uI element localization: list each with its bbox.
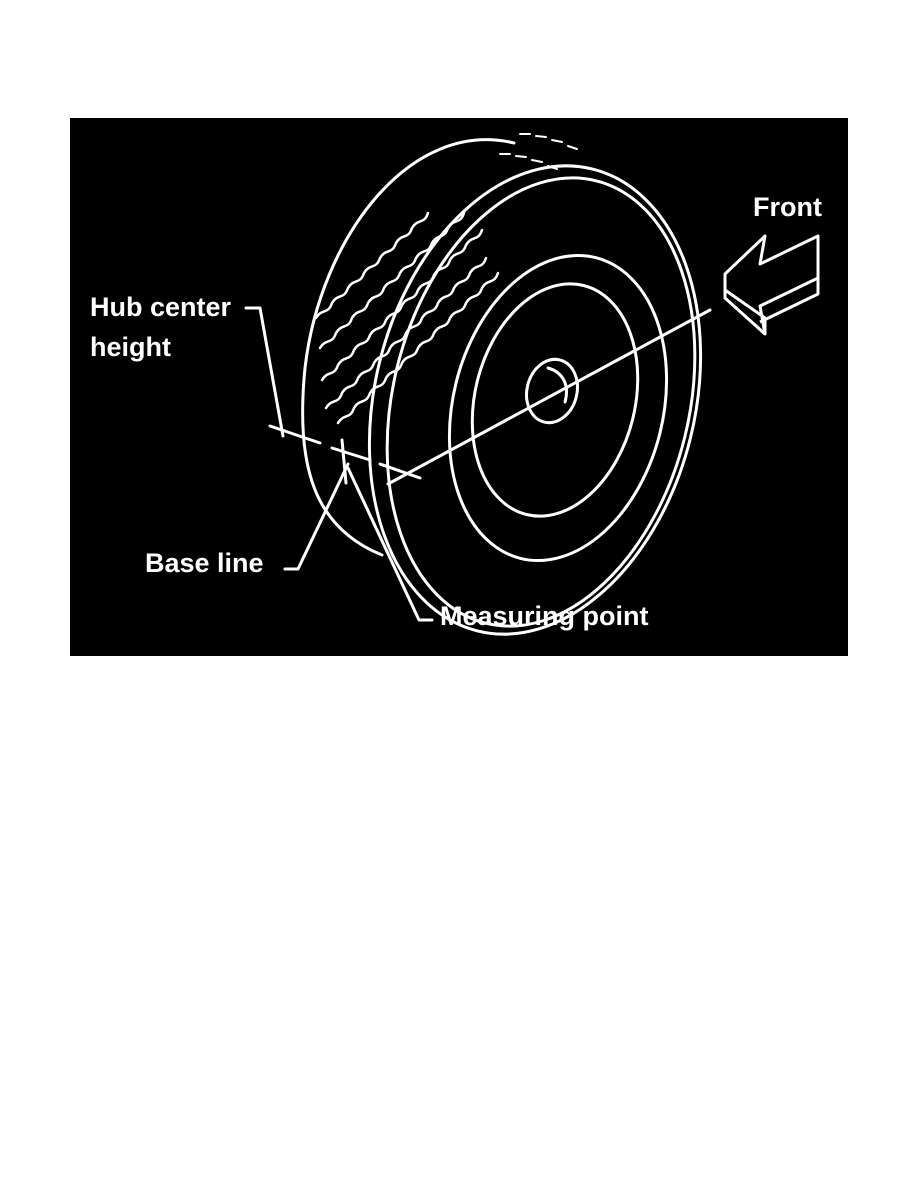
tire-measurement-diagram: Front Hub center height Base line Measur… [70,118,848,656]
base-line-mark [340,438,348,485]
hub-center-leader [244,306,285,438]
wheel-rim-outer [447,253,669,563]
front-label: Front [753,192,822,222]
hub-detail [546,366,568,404]
base-line-label: Base line [145,548,264,578]
wheel-rim-inner [470,282,640,518]
diagram-svg: Front Hub center height Base line Measur… [90,133,822,636]
tread-dashes [499,133,578,170]
measuring-point-leader [346,466,434,622]
tire-back-edge [301,138,516,557]
tire-sidewall-inner [385,176,697,628]
tire-front-face [367,164,703,636]
measuring-point-label: Measuring point [440,601,649,631]
tread-grooves [314,211,500,425]
front-arrow-icon [723,234,820,336]
hub-center-label-line2: height [90,332,171,362]
base-line-leader [283,462,350,571]
hub-center-label: Hub center [90,292,232,322]
wheel-hub [525,357,579,425]
hub-center-height-line [268,424,422,480]
measuring-axis-line [386,308,712,486]
